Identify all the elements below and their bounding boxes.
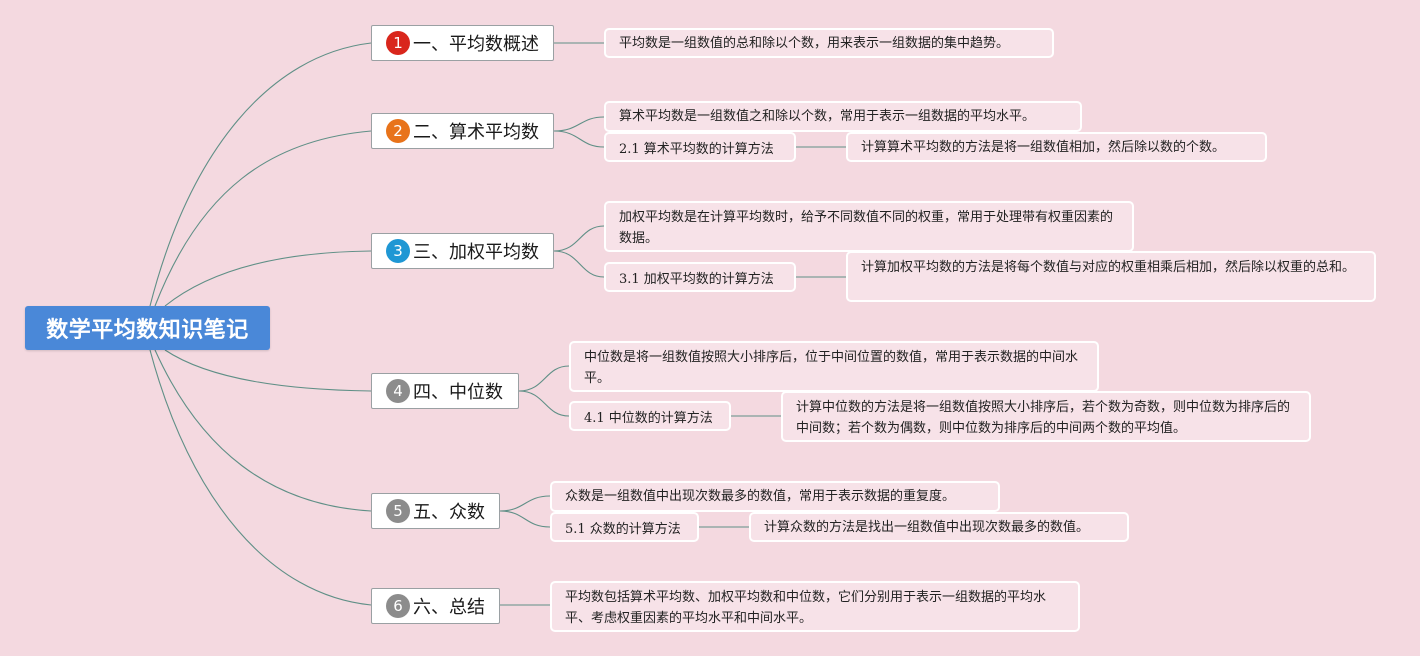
link-root-topic-5 xyxy=(154,349,372,512)
topic-3[interactable]: 3 三、加权平均数 xyxy=(371,233,554,269)
subtopic-4-1-note[interactable]: 计算中位数的方法是将一组数值按照大小排序后，若个数为奇数，则中位数为排序后的中间… xyxy=(781,391,1311,442)
link-root-topic-4 xyxy=(164,349,372,392)
topic-4-note[interactable]: 中位数是将一组数值按照大小排序后，位于中间位置的数值，常用于表示数据的中间水平。 xyxy=(569,341,1099,392)
topic-6-note[interactable]: 平均数包括算术平均数、加权平均数和中位数，它们分别用于表示一组数据的平均水平、考… xyxy=(550,581,1080,632)
topic-3-note[interactable]: 加权平均数是在计算平均数时，给予不同数值不同的权重，常用于处理带有权重因素的数据… xyxy=(604,201,1134,252)
link-root-topic-2 xyxy=(154,130,372,307)
topic-label: 五、众数 xyxy=(413,502,485,523)
topic-label: 二、算术平均数 xyxy=(413,122,539,143)
link-root-topic-3 xyxy=(164,250,372,307)
topic-4[interactable]: 4 四、中位数 xyxy=(371,373,519,409)
link-root-topic-1 xyxy=(149,42,372,307)
topic-2[interactable]: 2 二、算术平均数 xyxy=(371,113,554,149)
link-topic-4-desc xyxy=(518,365,570,392)
subtopic-3-1[interactable]: 3.1 加权平均数的计算方法 xyxy=(604,262,796,292)
number-badge-icon: 1 xyxy=(386,31,410,55)
subtopic-2-1[interactable]: 2.1 算术平均数的计算方法 xyxy=(604,132,796,162)
link-topic-2-sub xyxy=(553,130,605,148)
link-topic-2-desc xyxy=(553,116,605,132)
number-badge-icon: 3 xyxy=(386,239,410,263)
number-badge-icon: 4 xyxy=(386,379,410,403)
subtopic-4-1[interactable]: 4.1 中位数的计算方法 xyxy=(569,401,731,431)
subtopic-5-1-note[interactable]: 计算众数的方法是找出一组数值中出现次数最多的数值。 xyxy=(749,512,1129,542)
subtopic-5-1[interactable]: 5.1 众数的计算方法 xyxy=(550,512,699,542)
topic-label: 六、总结 xyxy=(413,597,485,618)
topic-label: 三、加权平均数 xyxy=(413,242,539,263)
link-topic-5-sub xyxy=(499,510,551,528)
link-topic-5-desc xyxy=(499,495,551,512)
topic-2-note[interactable]: 算术平均数是一组数值之和除以个数，常用于表示一组数据的平均水平。 xyxy=(604,101,1082,132)
number-badge-icon: 5 xyxy=(386,499,410,523)
link-topic-4-sub xyxy=(518,390,570,417)
link-topic-3-sub xyxy=(553,250,605,278)
number-badge-icon: 6 xyxy=(386,594,410,618)
topic-5[interactable]: 5 五、众数 xyxy=(371,493,500,529)
topic-label: 四、中位数 xyxy=(413,382,503,403)
topic-5-note[interactable]: 众数是一组数值中出现次数最多的数值，常用于表示数据的重复度。 xyxy=(550,481,1000,512)
number-badge-icon: 2 xyxy=(386,119,410,143)
topic-6[interactable]: 6 六、总结 xyxy=(371,588,500,624)
topic-1[interactable]: 1 一、平均数概述 xyxy=(371,25,554,61)
subtopic-3-1-note[interactable]: 计算加权平均数的方法是将每个数值与对应的权重相乘后相加，然后除以权重的总和。 xyxy=(846,251,1376,302)
subtopic-2-1-note[interactable]: 计算算术平均数的方法是将一组数值相加，然后除以数的个数。 xyxy=(846,132,1267,162)
link-root-topic-6 xyxy=(149,349,372,606)
topic-label: 一、平均数概述 xyxy=(413,34,539,55)
link-topic-3-desc xyxy=(553,225,605,252)
topic-1-note[interactable]: 平均数是一组数值的总和除以个数，用来表示一组数据的集中趋势。 xyxy=(604,28,1054,58)
root-topic[interactable]: 数学平均数知识笔记 xyxy=(25,306,270,350)
